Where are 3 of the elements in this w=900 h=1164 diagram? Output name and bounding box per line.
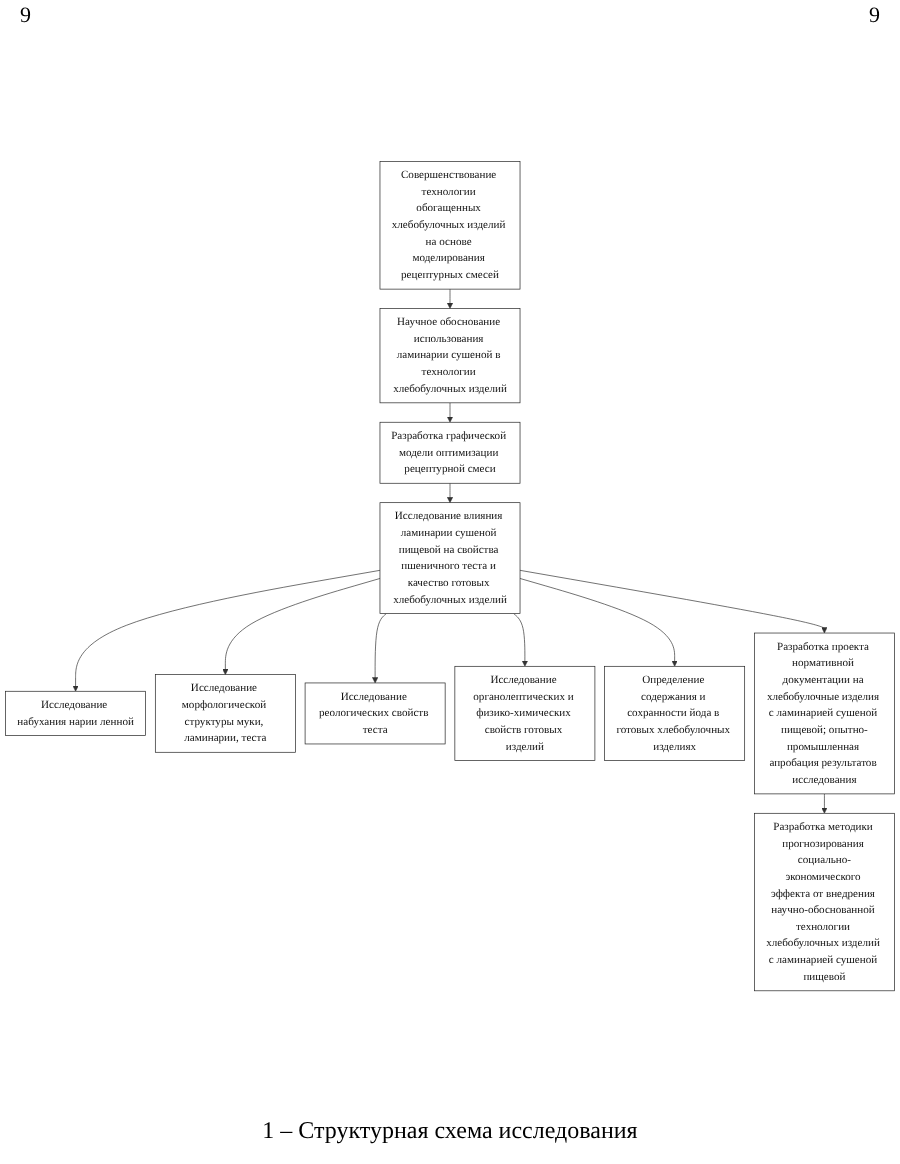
page-number: 9: [869, 4, 880, 32]
page-number: 9: [20, 4, 31, 32]
figure-caption: 1 – Структурная схема исследования: [260, 1116, 640, 1148]
